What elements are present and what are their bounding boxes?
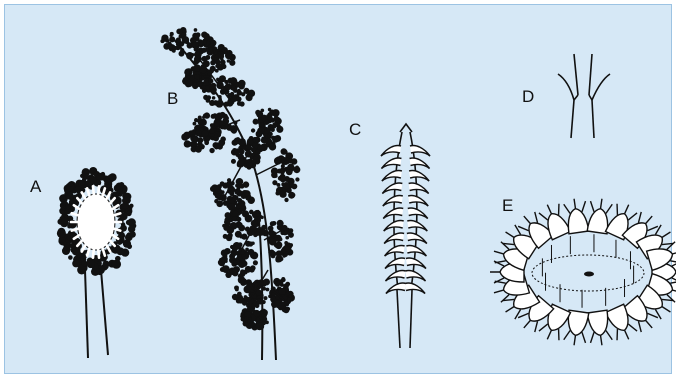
polyp-e-mouth <box>584 272 594 277</box>
label-c: C <box>349 121 361 138</box>
polyp-c-pinnules <box>381 124 430 294</box>
polyp-a-capitate-drawing <box>57 167 136 358</box>
polyp-e-tentacle-ring <box>490 197 676 347</box>
polyp-e-oral-disc-drawing <box>490 197 676 347</box>
polyp-d-forked-drawing <box>558 54 610 138</box>
polyp-a-head <box>57 167 136 276</box>
polyp-b-foliage <box>160 27 300 331</box>
label-d: D <box>522 88 534 105</box>
polyp-c-pinnate-drawing <box>381 124 430 348</box>
label-b: B <box>167 90 178 107</box>
label-e: E <box>502 197 513 214</box>
polyp-a-stalk <box>85 270 108 358</box>
label-a: A <box>30 178 41 195</box>
polyp-b-branched-drawing <box>160 27 300 360</box>
